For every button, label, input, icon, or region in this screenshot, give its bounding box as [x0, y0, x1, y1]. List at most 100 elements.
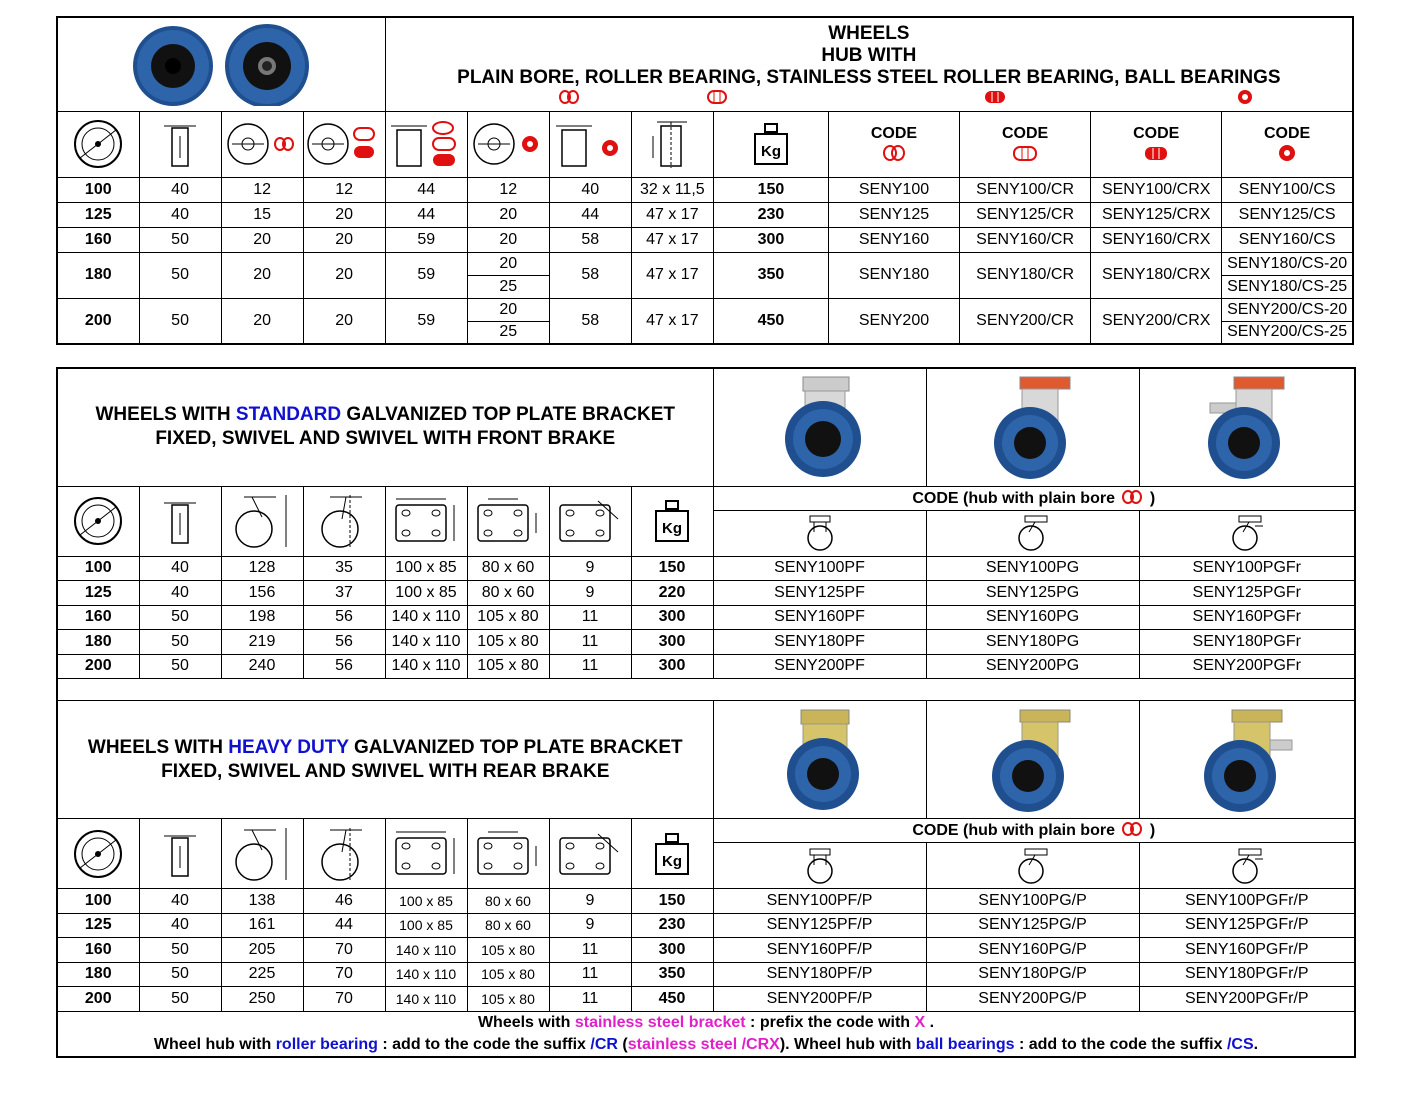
code-header-plain: CODE	[827, 110, 961, 178]
fixed-castor-icon	[712, 842, 927, 889]
bolt-value: 11	[548, 604, 632, 630]
bore-roller-icon	[302, 110, 386, 178]
code-plain-bore-header: CODE (hub with plain bore )	[712, 485, 1356, 511]
offset-value: 37	[302, 580, 386, 606]
height-value: 240	[220, 653, 304, 679]
code-cell: SENY200PG	[925, 653, 1140, 679]
table-row: 125 40 156 37 100 x 85 80 x 60 9 220 SEN…	[56, 580, 1356, 606]
load-value: 450	[630, 986, 714, 1012]
hub-length-value: 58	[548, 226, 632, 253]
code-cell: SENY200/CR	[959, 297, 1092, 345]
code-cell: SENY180PF	[712, 629, 927, 655]
code-cell: SENY180PF/P	[712, 961, 927, 987]
code-cell: SENY100PG	[925, 555, 1140, 581]
diameter-icon	[56, 485, 140, 557]
bracket-table: WHEELS WITH STANDARD GALVANIZED TOP PLAT…	[56, 367, 1357, 1058]
hole-spacing-value: 105 x 80	[466, 604, 550, 630]
code-cell: SENY160PGFr/P	[1138, 937, 1356, 963]
code-cell: SENY200/CS-20	[1221, 297, 1354, 322]
code-cell: SENY125PG/P	[925, 912, 1140, 938]
load-value: 230	[712, 201, 829, 228]
code-cell: SENY100/CRX	[1090, 176, 1223, 203]
width-value: 50	[138, 653, 222, 679]
offset-value: 56	[302, 653, 386, 679]
load-value: 150	[712, 176, 829, 203]
diameter-value: 160	[56, 604, 140, 630]
code-cell: SENY180/CRX	[1090, 251, 1223, 299]
bolt-value: 11	[548, 961, 632, 987]
swivel-brake-castor-photo	[1138, 367, 1356, 487]
wheel-photo-cell	[56, 16, 386, 112]
plate-value: 100 x 85	[384, 580, 468, 606]
offset-value: 70	[302, 961, 386, 987]
plate-value: 140 x 110	[384, 604, 468, 630]
code-header-ball: CODE	[1221, 110, 1354, 178]
bore-value: 25	[466, 320, 550, 345]
table-row: 100 40 12 12 44 12 40 32 x 11,5 150 SENY…	[56, 176, 1354, 203]
hub-title-cell: WHEELS HUB WITH PLAIN BORE, ROLLER BEARI…	[384, 16, 1354, 112]
code-cell: SENY100PF	[712, 555, 927, 581]
hub-length-value: 59	[384, 297, 468, 345]
code-cell: SENY200/CRX	[1090, 297, 1223, 345]
diameter-value: 160	[56, 226, 140, 253]
hub-title-line-1: WHEELS	[828, 23, 910, 45]
code-cell: SENY100PG/P	[925, 888, 1140, 914]
swivel-brake-castor-icon	[1138, 842, 1356, 889]
standard-subtitle: FIXED, SWIVEL AND SWIVEL WITH FRONT BRAK…	[155, 428, 616, 450]
heavy-swivel-castor-photo	[925, 700, 1140, 819]
bore-value: 12	[466, 176, 550, 203]
hub-size-icon	[630, 110, 714, 178]
hub-length-ball-icon	[548, 110, 632, 178]
bore-plain-icon	[220, 110, 304, 178]
width-value: 40	[138, 912, 222, 938]
code-cell: SENY200PGFr	[1138, 653, 1356, 679]
width-icon	[138, 110, 222, 178]
code-cell: SENY180PGFr	[1138, 629, 1356, 655]
code-cell: SENY180PG	[925, 629, 1140, 655]
hub-length-icon	[384, 110, 468, 178]
hole-spacing-value: 80 x 60	[466, 912, 550, 938]
code-cell: SENY200PF/P	[712, 986, 927, 1012]
plate-value: 140 x 110	[384, 986, 468, 1012]
code-cell: SENY200PG/P	[925, 986, 1140, 1012]
width-value: 50	[138, 297, 222, 345]
load-value: 450	[712, 297, 829, 345]
code-cell: SENY125PG	[925, 580, 1140, 606]
load-value: 350	[712, 251, 829, 299]
offset-icon	[302, 485, 386, 557]
bore-value: 20	[466, 251, 550, 276]
code-cell: SENY200PF	[712, 653, 927, 679]
bolt-value: 9	[548, 888, 632, 914]
code-cell: SENY160PF	[712, 604, 927, 630]
hole-spacing-value: 105 x 80	[466, 629, 550, 655]
load-value: 300	[630, 629, 714, 655]
hub-title-line-3: PLAIN BORE, ROLLER BEARING, STAINLESS ST…	[457, 67, 1281, 89]
bolt-value: 11	[548, 629, 632, 655]
code-cell: SENY100/CR	[959, 176, 1092, 203]
bore-value: 20	[466, 201, 550, 228]
code-cell: SENY180	[827, 251, 961, 299]
bolt-value: 11	[548, 653, 632, 679]
width-value: 40	[138, 201, 222, 228]
blue-wheels-image	[133, 24, 310, 107]
hole-spacing-icon	[466, 818, 550, 889]
diameter-value: 100	[56, 888, 140, 914]
table-row: 125 40 161 44 100 x 85 80 x 60 9 230 SEN…	[56, 912, 1356, 938]
width-value: 50	[138, 961, 222, 987]
code-cell: SENY180/CS-20	[1221, 251, 1354, 276]
diameter-icon	[56, 110, 140, 178]
table-row: 100 40 138 46 100 x 85 80 x 60 9 150 SEN…	[56, 888, 1356, 914]
plate-size-icon	[384, 485, 468, 557]
table-row: 180 50 225 70 140 x 110 105 x 80 11 350 …	[56, 961, 1356, 987]
hole-spacing-value: 80 x 60	[466, 555, 550, 581]
plate-value: 140 x 110	[384, 629, 468, 655]
table-row: 180 50 20 20 59 20 58 47 x 17 350 SENY18…	[56, 251, 1354, 299]
load-value: 300	[630, 604, 714, 630]
bolt-value: 9	[548, 912, 632, 938]
hub-type-icons	[558, 90, 1252, 105]
offset-value: 44	[302, 912, 386, 938]
width-value: 50	[138, 226, 222, 253]
heavy-swivel-brake-castor-photo	[1138, 700, 1356, 819]
load-value: 300	[712, 226, 829, 253]
fixed-castor-icon	[712, 509, 927, 557]
